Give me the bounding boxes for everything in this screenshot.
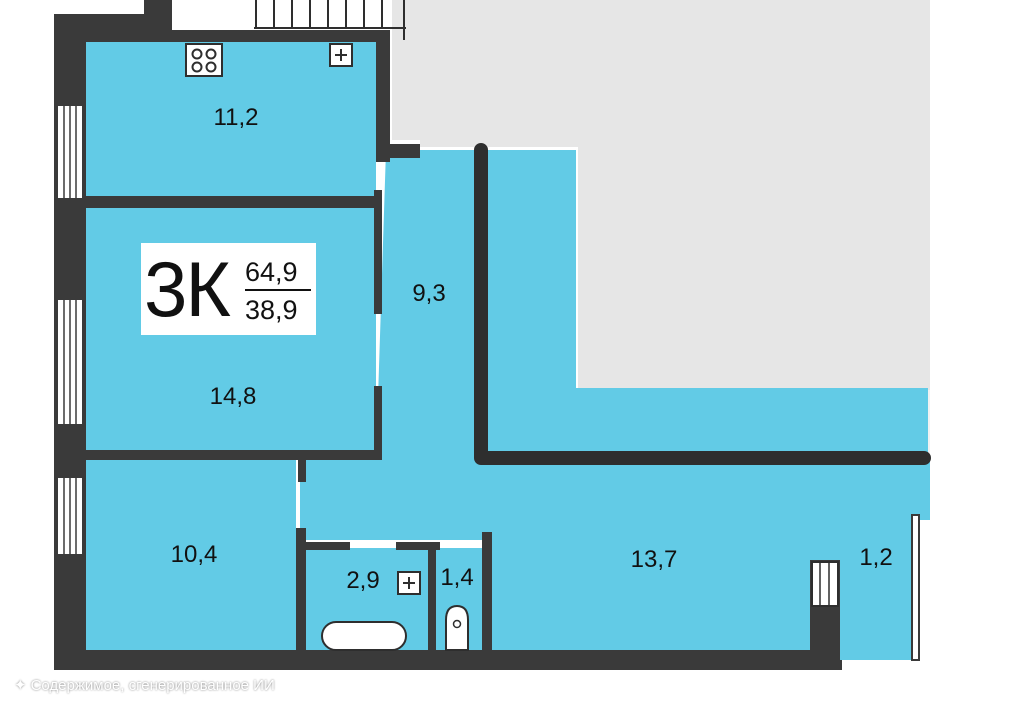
window-left-3	[58, 478, 82, 554]
balcony-window-frame	[911, 514, 920, 661]
balcony-wall-bottom	[812, 660, 842, 670]
room-area-bathroom: 2,9	[346, 567, 380, 594]
terrace-area	[172, 0, 930, 390]
room-area-hall: 9,3	[412, 280, 446, 307]
apartment-type: 3К	[144, 245, 231, 333]
ai-watermark: ✦ Содержимое, сгенерированное ИИ	[14, 676, 275, 695]
toilet-icon	[445, 604, 469, 651]
stove-icon	[185, 43, 223, 77]
bath-top-wall-2	[396, 542, 440, 550]
radiator	[811, 561, 839, 607]
room-area-balcony: 1,2	[859, 544, 893, 571]
floor-hall	[300, 150, 930, 650]
vent-icon	[329, 43, 353, 67]
total-area: 64,9	[245, 257, 298, 287]
window-left-1	[58, 106, 82, 198]
room-area-toilet: 1,4	[440, 564, 474, 591]
room-area-bedroom-bottom: 10,4	[170, 541, 218, 568]
sparkle-icon: ✦	[14, 677, 27, 694]
bathtub-icon	[321, 621, 407, 651]
room-area-bedroom-middle: 14,8	[209, 383, 257, 410]
floor-kitchen	[86, 42, 376, 198]
outer-wall-top	[54, 14, 172, 42]
apartment-badge: 3К 64,9 38,9	[141, 243, 316, 335]
bath-toilet-wall	[428, 542, 436, 650]
outer-wall-top-2	[172, 30, 390, 42]
fraction-line	[245, 289, 311, 291]
toilet-right-wall	[482, 532, 492, 650]
room-area-living-room: 13,7	[630, 546, 678, 573]
outer-wall-bottom	[54, 650, 840, 670]
floor-balcony	[840, 515, 912, 660]
window-left-2	[58, 300, 82, 424]
floor-bedroom-bottom	[86, 460, 296, 650]
bedroom-bottom-wall	[86, 450, 382, 460]
top-railing	[254, 0, 406, 40]
vent-icon	[397, 571, 421, 595]
bath-top-wall-1	[306, 542, 350, 550]
room-area-kitchen: 11,2	[213, 104, 259, 131]
kitchen-corner	[376, 144, 420, 158]
watermark-text: Содержимое, сгенерированное ИИ	[30, 676, 275, 694]
living-area: 38,9	[245, 295, 298, 325]
bedroom-right-wall-upper	[374, 190, 382, 314]
partition-line	[474, 143, 931, 465]
kitchen-bottom-wall	[86, 196, 376, 208]
bedroom-bottom-right-wall	[296, 528, 306, 650]
bedroom-right-wall-lower	[374, 386, 382, 452]
top-wall-stub	[144, 0, 172, 14]
partition-stub	[298, 460, 306, 482]
kitchen-right-wall	[376, 30, 390, 162]
